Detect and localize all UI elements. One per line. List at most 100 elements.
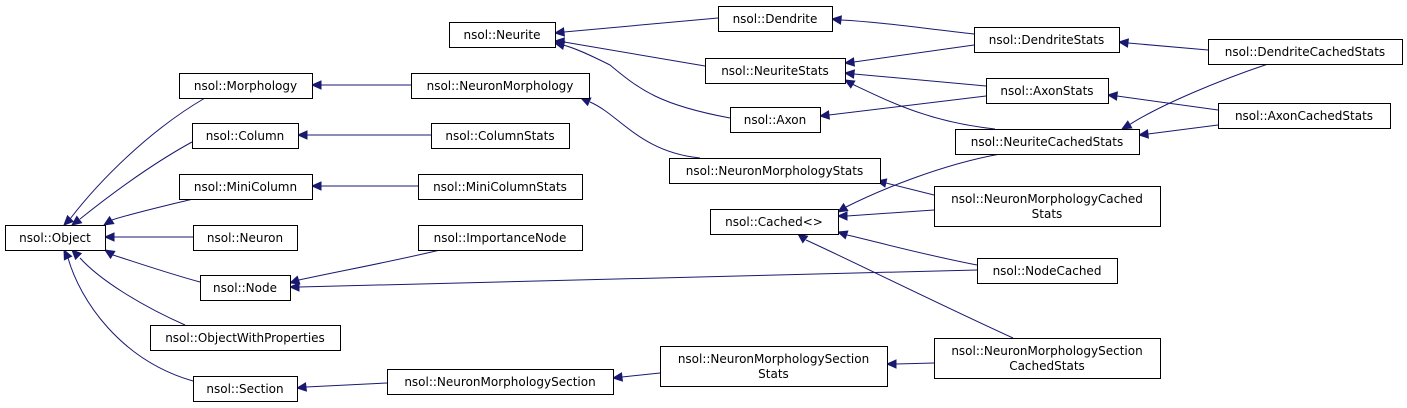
class-node-label: nsol::Column bbox=[206, 129, 285, 143]
inheritance-edge-axon-to-neurite bbox=[553, 40, 731, 119]
class-node-box bbox=[669, 158, 881, 184]
class-node-columnstats[interactable]: nsol::ColumnStats bbox=[431, 123, 570, 149]
class-node-nodecached[interactable]: nsol::NodeCached bbox=[977, 258, 1118, 284]
class-node-minicolumnstats[interactable]: nsol::MiniColumnStats bbox=[418, 174, 583, 200]
inheritance-edge-section-to-object bbox=[63, 248, 194, 382]
edge-arrowhead bbox=[1137, 129, 1149, 139]
edge-line bbox=[563, 41, 706, 67]
class-node-objectwithproperties[interactable]: nsol::ObjectWithProperties bbox=[150, 325, 341, 351]
edge-line bbox=[589, 101, 701, 159]
class-node-label: nsol::Neurite bbox=[464, 28, 541, 42]
class-node-label: nsol::Cached<> bbox=[725, 215, 823, 229]
edges-layer bbox=[63, 15, 1269, 392]
class-node-box bbox=[193, 225, 298, 251]
edge-line bbox=[305, 382, 388, 388]
class-node-dendritecachedstats[interactable]: nsol::DendriteCachedStats bbox=[1208, 39, 1403, 65]
edge-arrowhead bbox=[103, 249, 116, 260]
class-node-label: nsol::ObjectWithProperties bbox=[165, 331, 325, 345]
class-node-box bbox=[1218, 103, 1391, 129]
class-node-box bbox=[710, 209, 839, 235]
class-node-label: nsol::Axon bbox=[744, 113, 807, 127]
class-node-dendritestats[interactable]: nsol::DendriteStats bbox=[974, 27, 1120, 53]
class-node-label: nsol::AxonStats bbox=[1000, 84, 1093, 98]
class-node-box bbox=[986, 78, 1109, 104]
class-node-importancenode[interactable]: nsol::ImportanceNode bbox=[418, 225, 583, 251]
class-node-neurite[interactable]: nsol::Neurite bbox=[449, 22, 556, 48]
edge-line bbox=[853, 44, 975, 63]
class-node-label: nsol::Section bbox=[206, 382, 283, 396]
class-node-neuronmorphology[interactable]: nsol::NeuronMorphology bbox=[411, 73, 590, 99]
class-node-cached[interactable]: nsol::Cached<> bbox=[710, 209, 839, 235]
class-node-morphology[interactable]: nsol::Morphology bbox=[179, 73, 313, 99]
edge-line bbox=[1128, 63, 1269, 126]
edge-line bbox=[621, 372, 661, 378]
class-node-label: nsol::DendriteStats bbox=[989, 33, 1104, 47]
class-node-box bbox=[150, 325, 341, 351]
edge-line bbox=[298, 249, 441, 281]
edge-line bbox=[111, 198, 194, 221]
class-node-box bbox=[179, 73, 313, 99]
inheritance-edge-axonstats-to-neuritestats bbox=[843, 69, 987, 87]
class-node-neuritecachedstats[interactable]: nsol::NeuriteCachedStats bbox=[955, 129, 1140, 155]
class-node-label: nsol::NeuronMorphologySection bbox=[951, 344, 1142, 358]
edge-arrowhead bbox=[843, 57, 855, 67]
class-node-label: nsol::NeuronMorphologyCached bbox=[951, 192, 1143, 206]
inheritance-edge-neuritestats-to-neurite bbox=[553, 37, 706, 67]
class-node-neuritestats[interactable]: nsol::NeuriteStats bbox=[705, 58, 846, 84]
edge-line bbox=[840, 19, 975, 35]
class-node-label: nsol::Morphology bbox=[194, 79, 297, 93]
edge-line bbox=[79, 257, 186, 326]
edge-arrowhead bbox=[103, 232, 115, 242]
inheritance-edge-neuronmorphology-to-morphology bbox=[310, 80, 411, 90]
edge-arrowhead bbox=[553, 27, 565, 37]
class-node-label: nsol::Node bbox=[213, 281, 277, 295]
edge-arrowhead bbox=[288, 275, 301, 285]
class-node-label: nsol::NeuriteCachedStats bbox=[971, 135, 1124, 149]
edge-line bbox=[885, 182, 935, 196]
class-node-dendrite[interactable]: nsol::Dendrite bbox=[718, 6, 833, 32]
inheritance-edge-axoncachedstats-to-axonstats bbox=[1106, 91, 1219, 111]
edge-arrowhead bbox=[611, 372, 623, 382]
class-node-box bbox=[660, 346, 888, 387]
inheritance-edge-neuritecachedstats-to-cached bbox=[836, 153, 1001, 213]
class-node-neuron[interactable]: nsol::Neuron bbox=[193, 225, 298, 251]
class-node-neuronmorphologysection[interactable]: nsol::NeuronMorphologySection bbox=[387, 369, 614, 395]
edge-line bbox=[845, 153, 1001, 208]
class-node-axonstats[interactable]: nsol::AxonStats bbox=[986, 78, 1109, 104]
edge-line bbox=[851, 83, 996, 130]
class-node-column[interactable]: nsol::Column bbox=[192, 123, 299, 149]
edge-arrowhead bbox=[296, 130, 308, 140]
edge-arrowhead bbox=[843, 79, 856, 89]
inheritance-edge-dendritecachedstats-to-dendritestats bbox=[1117, 38, 1209, 51]
class-node-axoncachedstats[interactable]: nsol::AxonCachedStats bbox=[1218, 103, 1391, 129]
class-node-section[interactable]: nsol::Section bbox=[193, 376, 298, 402]
edge-arrowhead bbox=[1120, 120, 1133, 130]
edge-arrowhead bbox=[1117, 38, 1129, 48]
class-node-axon[interactable]: nsol::Axon bbox=[730, 107, 821, 133]
inheritance-edge-neuronmorphologysection-to-section bbox=[295, 382, 388, 392]
class-node-box bbox=[730, 107, 821, 133]
class-node-box bbox=[411, 73, 590, 99]
class-node-neuronmorphologystats[interactable]: nsol::NeuronMorphologyStats bbox=[669, 158, 881, 184]
inheritance-edge-nodecached-to-node bbox=[288, 269, 978, 292]
class-node-object[interactable]: nsol::Object bbox=[5, 225, 106, 251]
class-node-node[interactable]: nsol::Node bbox=[200, 275, 291, 301]
inheritance-edge-objectwithproperties-to-object bbox=[71, 249, 186, 326]
class-node-box bbox=[418, 174, 583, 200]
edge-arrowhead bbox=[579, 97, 592, 107]
class-node-label: nsol::NeuronMorphologySection bbox=[678, 352, 869, 366]
edge-arrowhead bbox=[797, 233, 809, 244]
edge-line bbox=[1127, 42, 1209, 51]
nodes-layer: nsol::Object nsol::Morphologynsol::Column… bbox=[5, 6, 1403, 402]
inheritance-edge-dendritecachedstats-to-neuritecachedstats bbox=[1120, 63, 1269, 130]
edge-line bbox=[1116, 95, 1219, 111]
class-node-box bbox=[387, 369, 614, 395]
inheritance-edge-neuron-to-object bbox=[103, 232, 193, 242]
edge-line bbox=[805, 239, 1014, 339]
class-node-minicolumn[interactable]: nsol::MiniColumn bbox=[179, 174, 313, 200]
class-node-box bbox=[974, 27, 1120, 53]
